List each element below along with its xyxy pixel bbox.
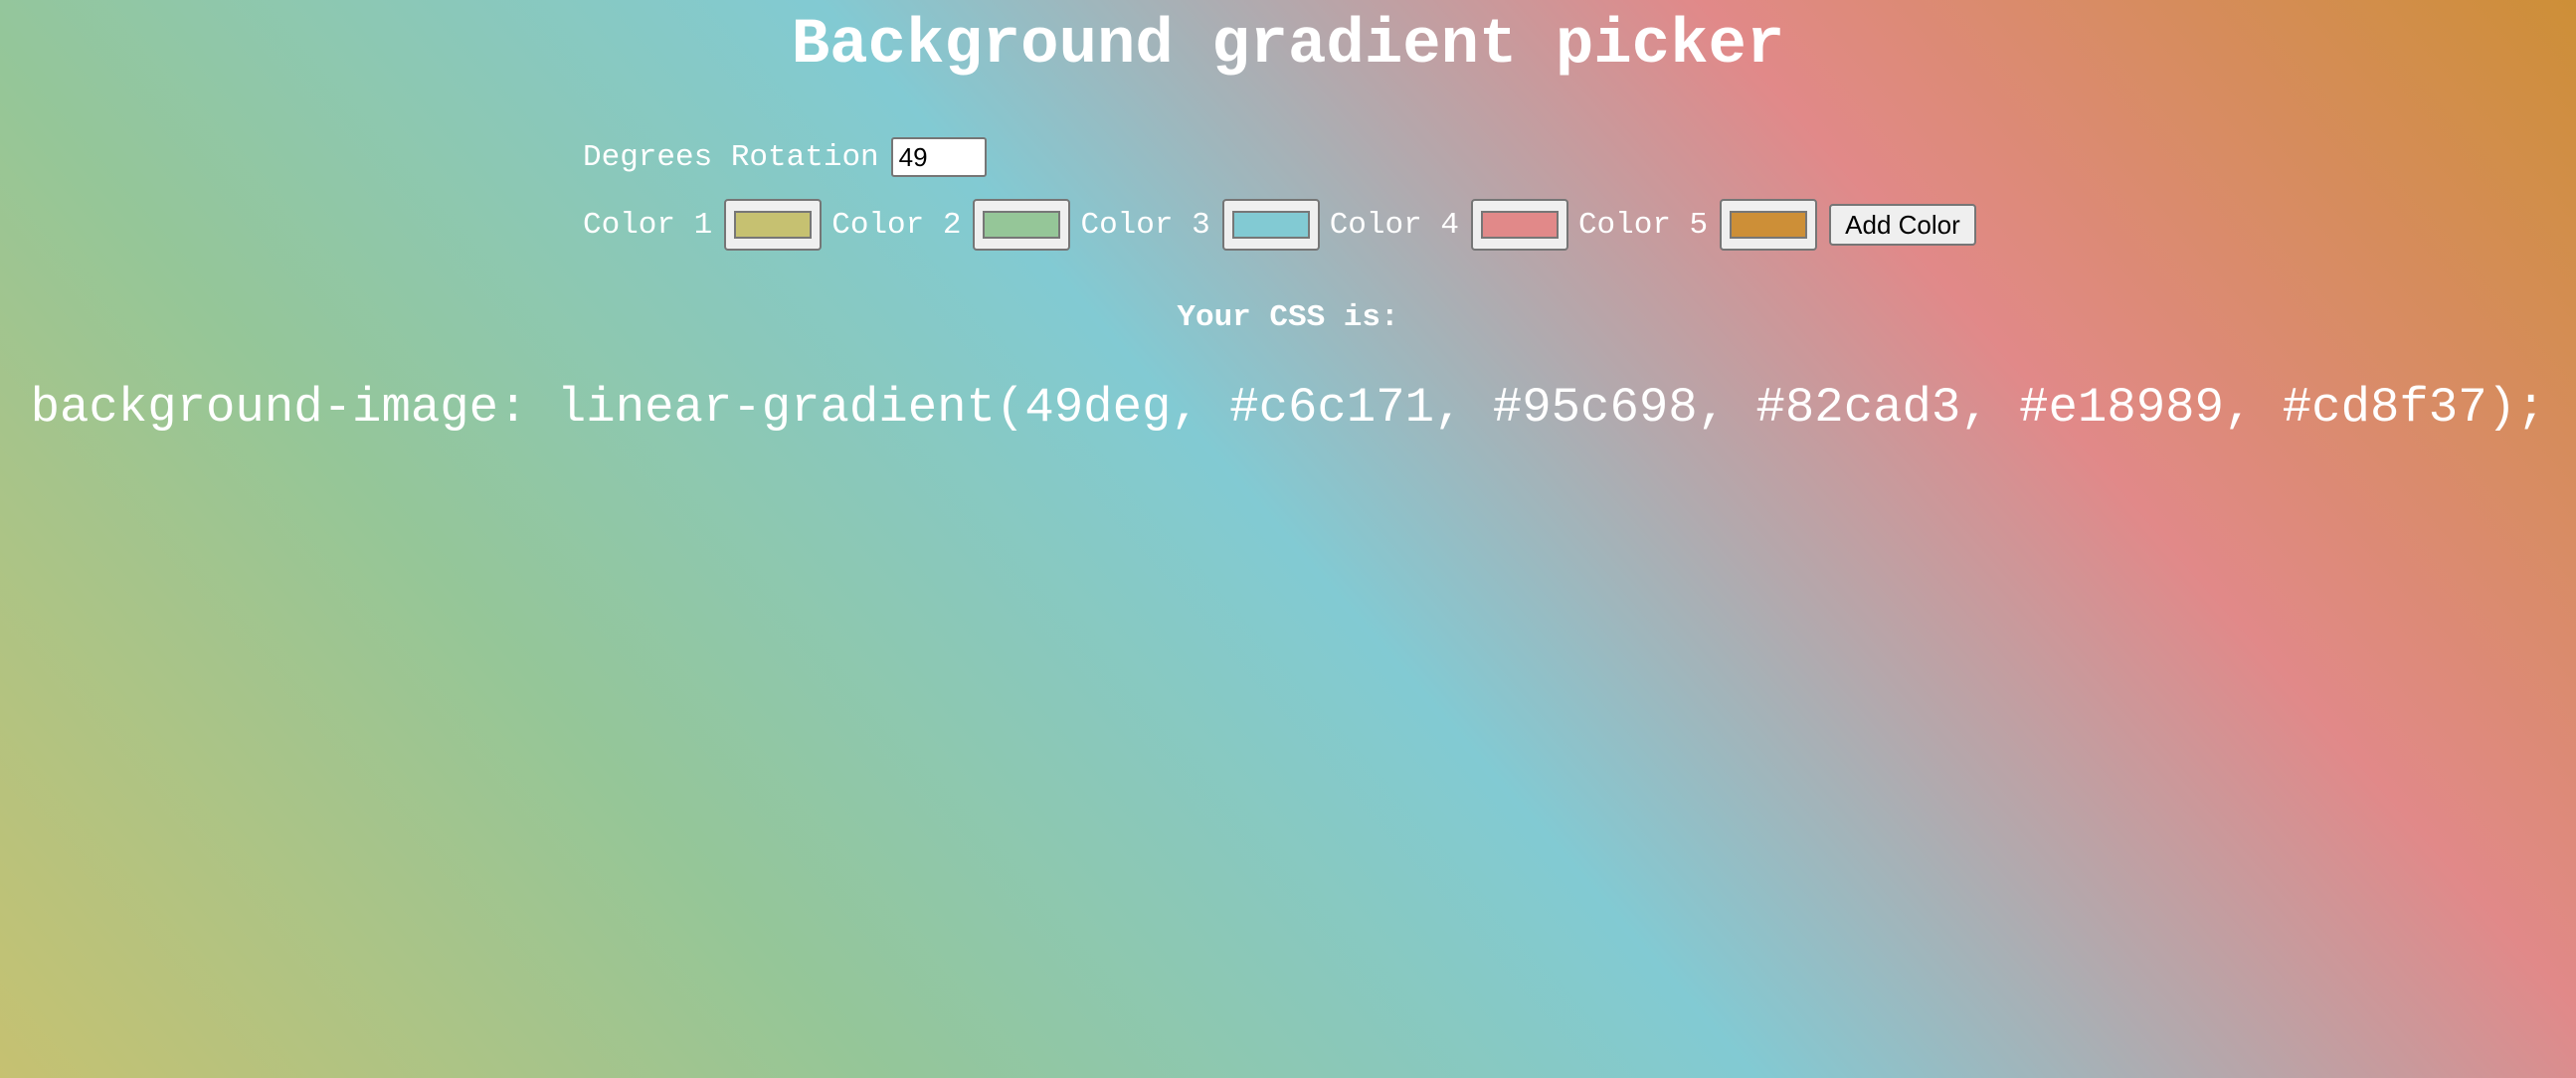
degrees-label: Degrees Rotation: [583, 139, 879, 175]
color-2-picker[interactable]: [973, 199, 1071, 251]
color-4-label: Color 4: [1329, 207, 1459, 243]
degrees-input[interactable]: [890, 137, 987, 177]
css-output-text: background-image: linear-gradient(49deg,…: [30, 380, 2546, 436]
color-3-picker[interactable]: [1221, 199, 1320, 251]
color-5-picker[interactable]: [1720, 199, 1818, 251]
color-1-label: Color 1: [583, 207, 713, 243]
degrees-row: Degrees Rotation: [583, 135, 987, 179]
color-1-picker[interactable]: [724, 199, 823, 251]
color-5-swatch: [1730, 211, 1808, 239]
color-5-label: Color 5: [1577, 207, 1709, 243]
color-4-swatch: [1480, 211, 1559, 239]
color-1-swatch: [734, 211, 813, 239]
css-output-label: Your CSS is:: [1177, 300, 1399, 335]
page-title: Background gradient picker: [791, 10, 1785, 82]
color-pickers-row: Color 1 Color 2 Color 3 Color 4 Color 5 …: [583, 197, 1976, 253]
add-color-button[interactable]: Add Color: [1829, 204, 1976, 246]
color-2-swatch: [983, 211, 1061, 239]
color-2-label: Color 2: [831, 207, 962, 243]
color-4-picker[interactable]: [1470, 199, 1568, 251]
color-3-label: Color 3: [1080, 207, 1210, 243]
color-3-swatch: [1231, 211, 1310, 239]
